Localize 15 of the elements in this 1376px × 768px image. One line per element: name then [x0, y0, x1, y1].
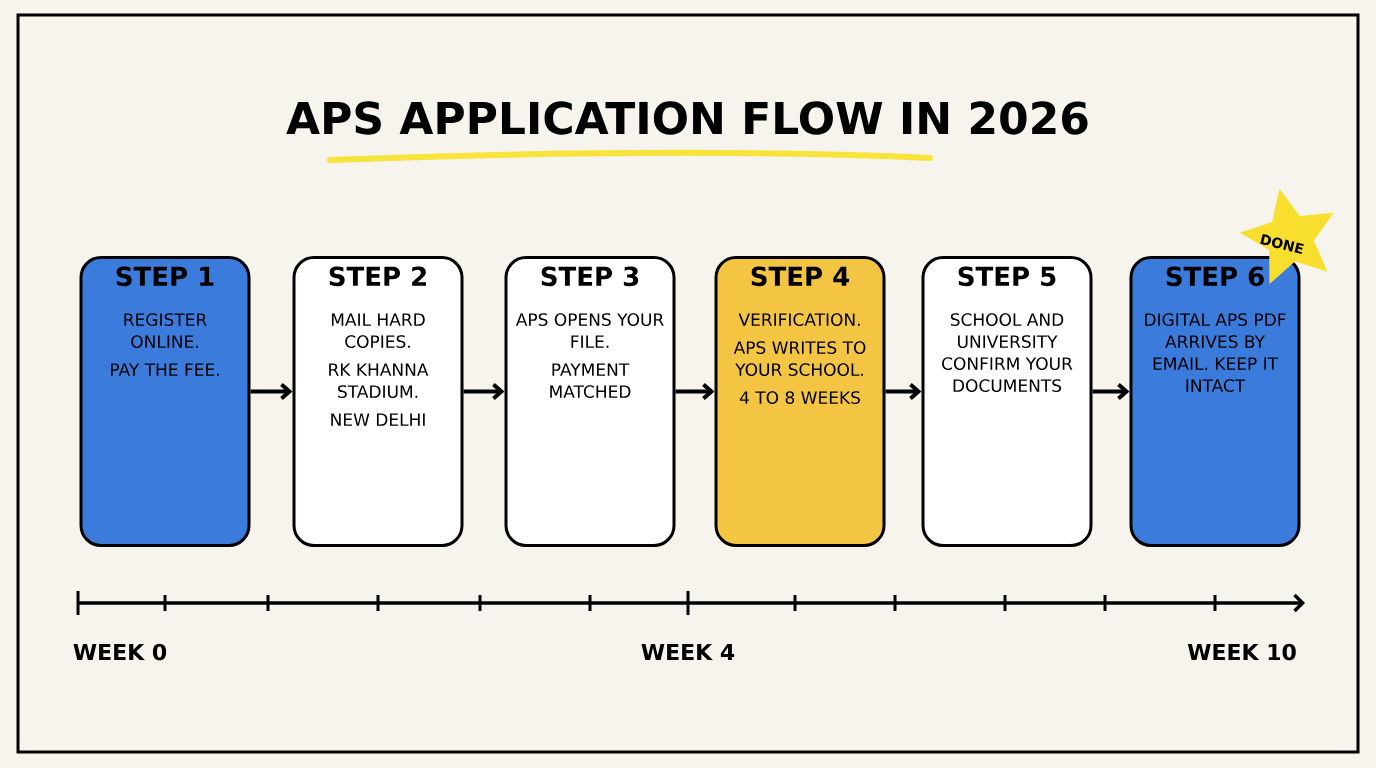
arrow — [675, 383, 715, 400]
week-label: WEEK 10 — [1187, 643, 1296, 661]
arrow — [1092, 383, 1130, 400]
step-box: STEP 4 VERIFICATION. APS WRITES TO YOUR SCHOOL. 4 TO 8 WEEKS — [714, 256, 886, 547]
arrow — [463, 383, 505, 400]
step-box: STEP 5 SCHOOL AND UNIVERSITY CONFIRM YOUR DOCUMENTS — [921, 256, 1093, 547]
step-box: STEP 3 APS OPENS YOUR FILE. PAYMENT MATCHED — [504, 256, 676, 547]
step-box: STEP 1 REGISTER ONLINE. PAY THE FEE. — [79, 256, 251, 547]
step-box: STEP 2 MAIL HARD COPIES. RK KHANNA STADIUM. NEW DELHI — [292, 256, 464, 547]
arrow — [885, 383, 922, 400]
arrow — [250, 383, 293, 400]
week-label: WEEK 0 — [73, 643, 167, 661]
title: APS APPLICATION FLOW IN 2026 — [286, 101, 1088, 135]
week-label: WEEK 4 — [641, 643, 735, 660]
step-box: STEP 6 DIGITAL APS PDF ARRIVES BY EMAIL. KEEP IT INTACT — [1129, 256, 1301, 547]
